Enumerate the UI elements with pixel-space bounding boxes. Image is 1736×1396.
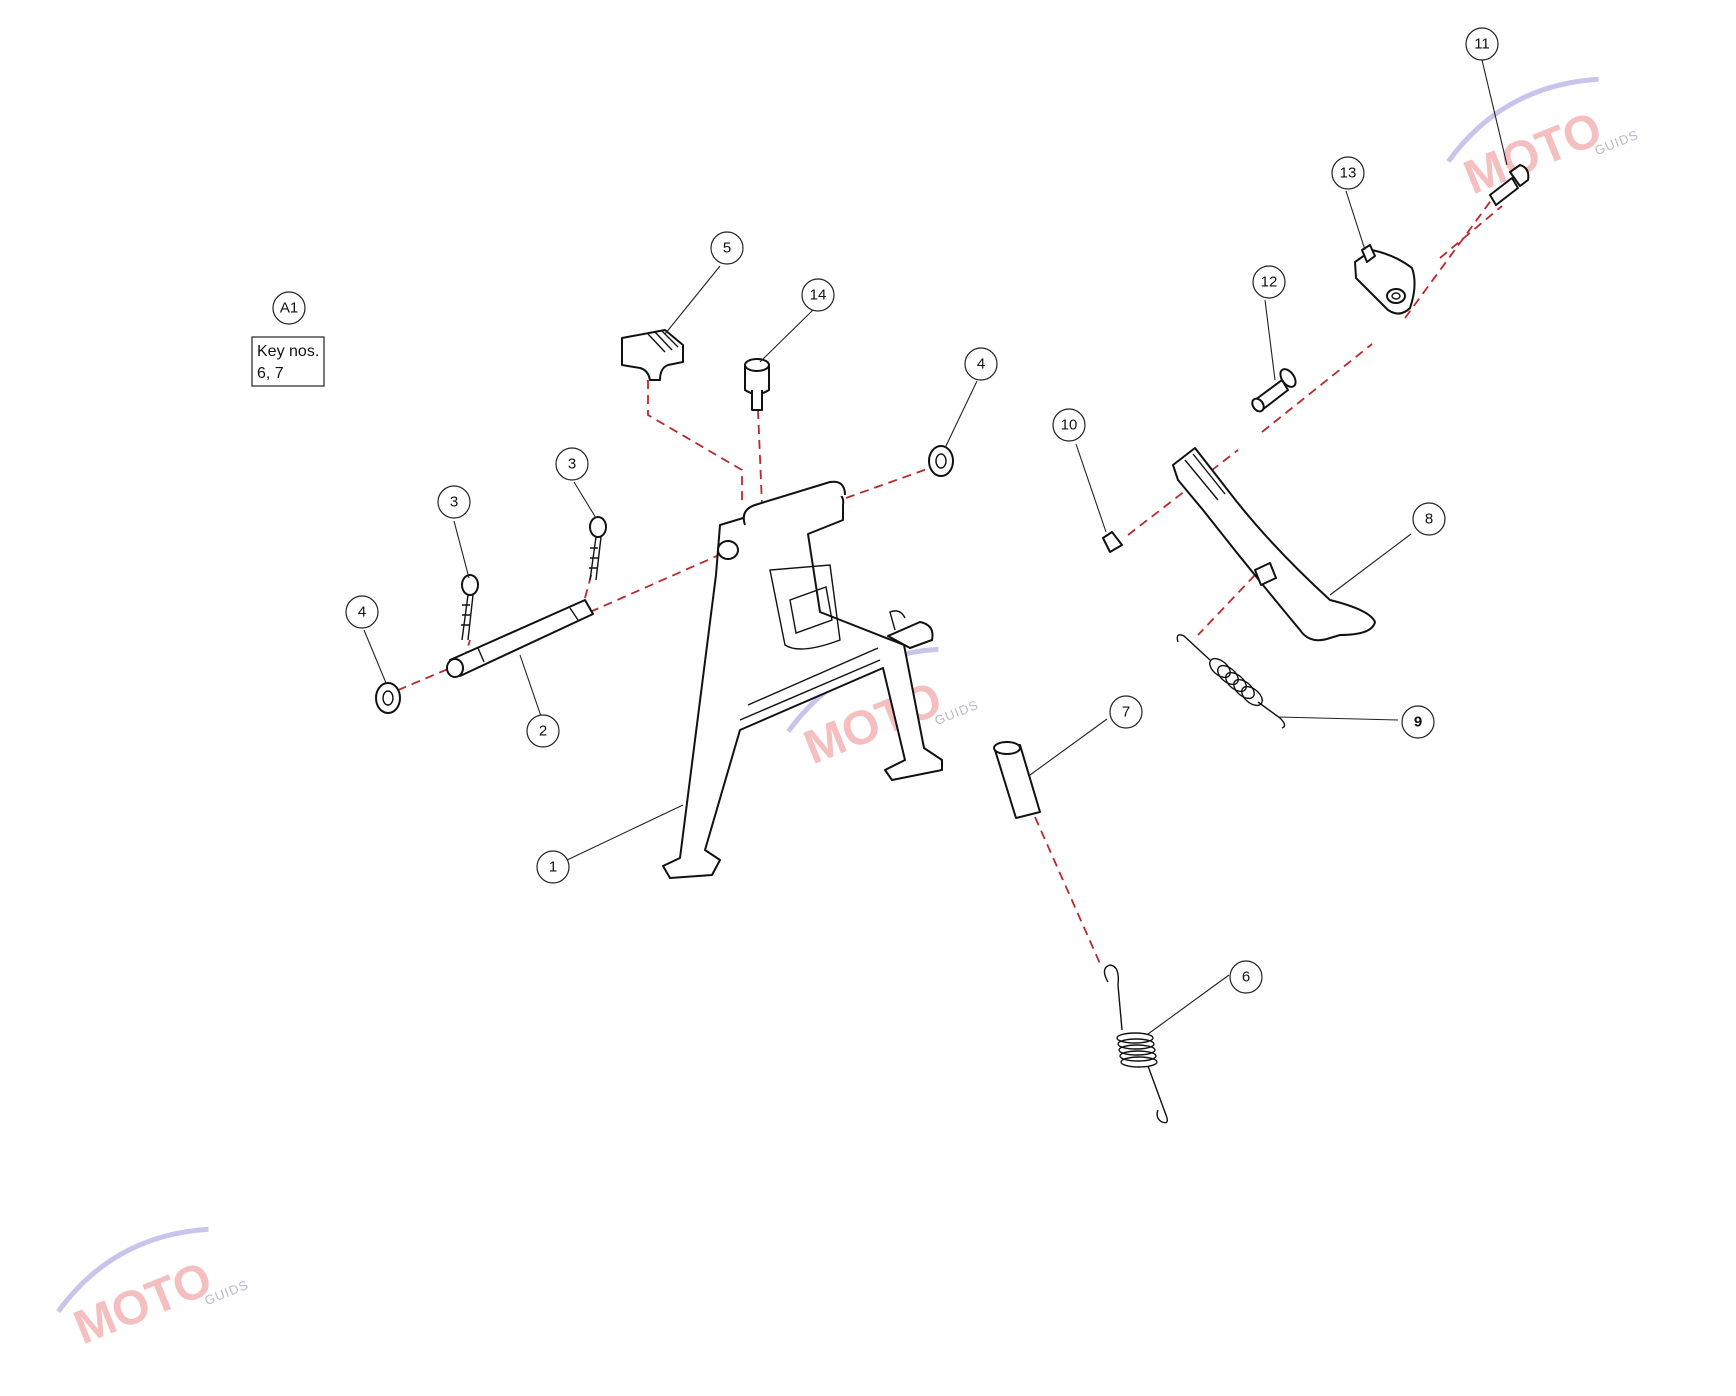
svg-text:3: 3 [568, 456, 576, 473]
svg-text:8: 8 [1425, 511, 1433, 528]
svg-text:9: 9 [1414, 714, 1422, 731]
part-8-side-stand [1172, 447, 1376, 642]
svg-text:1: 1 [549, 859, 557, 876]
legend-line-2: 6, 7 [257, 365, 284, 382]
callout-11: 11 [1465, 27, 1499, 61]
dash-clip-to-side [1127, 449, 1239, 536]
svg-text:14: 14 [810, 287, 827, 304]
legend-box [251, 336, 325, 387]
callout-1: 1 [536, 850, 570, 884]
part-4-washer-left [375, 682, 401, 714]
watermark-mark: MOTO [67, 1252, 220, 1355]
callout-9: 9 [1401, 705, 1435, 739]
svg-text:2: 2 [539, 723, 547, 740]
dash-side-to-spring [1197, 574, 1256, 636]
dash-pin-to-stand [589, 547, 736, 613]
watermark-swoosh [56, 1226, 209, 1313]
callout-2: 2 [526, 714, 560, 748]
dash-bolt-to-switch [1404, 194, 1496, 319]
callout-10: 10 [1052, 408, 1086, 442]
svg-text:6: 6 [1242, 969, 1250, 986]
legend-tag: A1 [280, 300, 298, 317]
callouts: 1 2 3 3 4 4 5 6 7 8 9 10 11 12 13 14 [345, 27, 1499, 994]
part-12-bolt [1251, 368, 1297, 413]
part-2-pivot-pin [446, 599, 594, 678]
svg-text:10: 10 [1061, 417, 1078, 434]
svg-text:4: 4 [358, 604, 366, 621]
part-3-cotter-pin-right [589, 516, 607, 581]
callout-13: 13 [1331, 156, 1365, 190]
part-14-bump-stop [744, 358, 770, 411]
svg-text:3: 3 [450, 494, 458, 511]
dash-stopper [647, 380, 743, 505]
callout-14: 14 [801, 278, 835, 312]
watermark-swoosh [1446, 76, 1599, 163]
dash-bump [757, 409, 763, 506]
callout-3-right: 3 [555, 447, 589, 481]
watermark-top-right: MOTO GUIDS [1446, 76, 1641, 205]
part-4-washer-right [928, 445, 954, 477]
watermark-bottom-left: MOTO GUIDS [56, 1226, 251, 1355]
dash-stand-to-washer [845, 467, 931, 499]
part-11-bolt [1489, 164, 1530, 206]
legend-line-1: Key nos. [257, 343, 319, 360]
svg-text:12: 12 [1261, 274, 1278, 291]
svg-text:4: 4 [977, 356, 985, 373]
dash-sleeve-to-spring [1034, 816, 1103, 969]
part-10-clip [1102, 531, 1123, 553]
callout-12: 12 [1252, 265, 1286, 299]
callout-7: 7 [1109, 695, 1143, 729]
callout-4-right: 4 [964, 347, 998, 381]
svg-text:13: 13 [1340, 165, 1357, 182]
part-7-sleeve [993, 741, 1041, 819]
callout-8: 8 [1412, 502, 1446, 536]
svg-text:7: 7 [1122, 704, 1130, 721]
part-13-switch [1354, 244, 1416, 315]
assembly-lines [383, 194, 1503, 969]
legend-tag-circle [272, 291, 306, 325]
svg-text:5: 5 [723, 240, 731, 257]
dash-washer-to-pin [383, 665, 456, 697]
part-6-spring [1103, 964, 1169, 1124]
part-9-spring [1176, 634, 1286, 729]
part-1-center-stand [662, 480, 943, 879]
legend: A1 Key nos. 6, 7 [251, 291, 325, 387]
dash-side-to-bolt [1261, 343, 1373, 433]
callout-5: 5 [710, 231, 744, 265]
svg-text:11: 11 [1474, 36, 1490, 53]
dash-switch-to-bolt [1439, 205, 1503, 259]
watermark-mark: MOTO [1457, 102, 1610, 205]
part-3-cotter-pin-left [461, 574, 479, 641]
part-5-rubber-stopper [621, 329, 684, 381]
leader-lines [363, 59, 1508, 1035]
callout-3-left: 3 [437, 485, 471, 519]
callout-6: 6 [1229, 960, 1263, 994]
callout-4-left: 4 [345, 595, 379, 629]
